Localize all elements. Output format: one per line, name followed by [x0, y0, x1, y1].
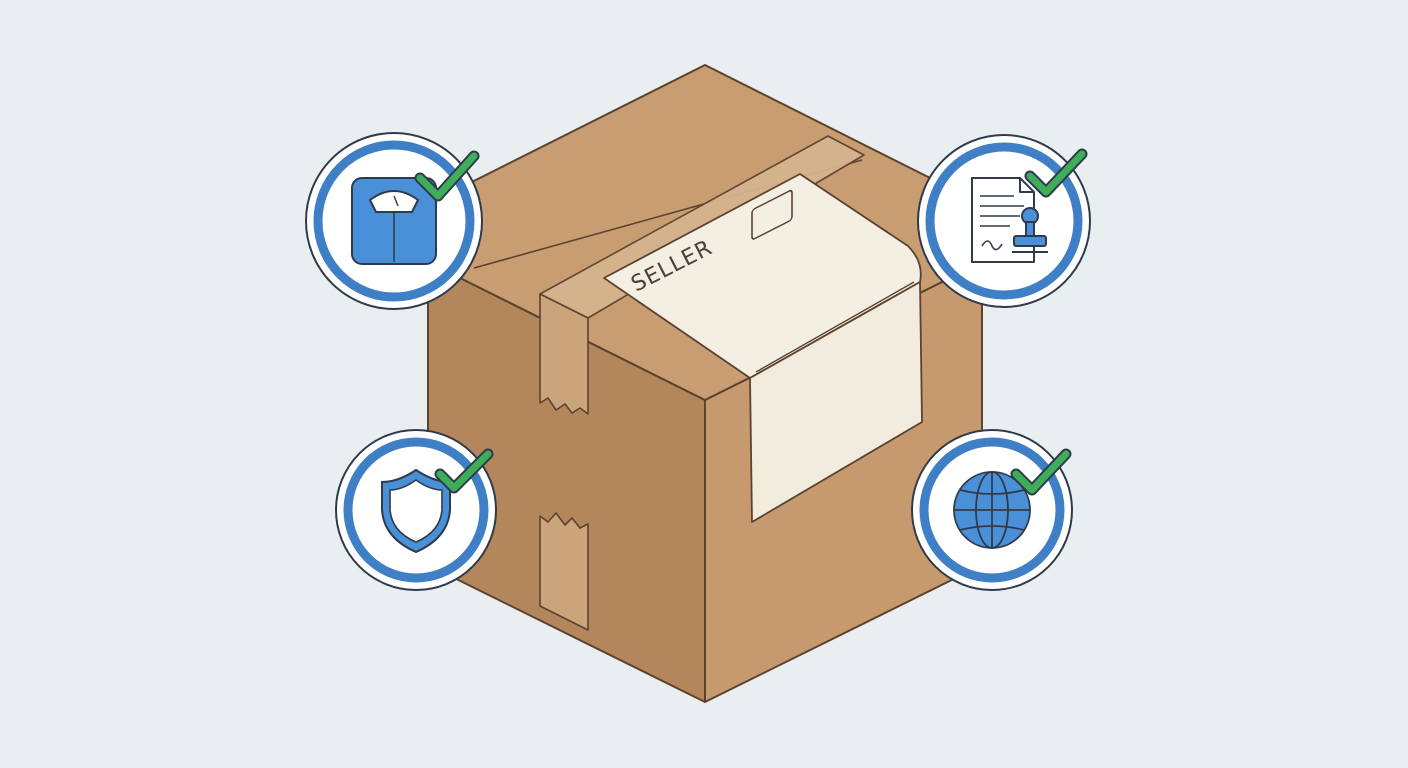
label-side-part [749, 281, 923, 523]
globe-icon [953, 471, 1031, 549]
tape-left-lower [539, 512, 589, 631]
scale-icon [351, 177, 437, 265]
badge-scale [305, 132, 483, 310]
badge-shield [335, 429, 497, 591]
badge-stamped-document [917, 134, 1091, 308]
tape-left-upper [539, 293, 589, 415]
label-stamp-box [751, 189, 793, 240]
stamped-document-icon [971, 177, 1048, 263]
shield-icon [381, 468, 451, 554]
badge-globe [911, 429, 1073, 591]
label-divider-line [755, 281, 915, 373]
